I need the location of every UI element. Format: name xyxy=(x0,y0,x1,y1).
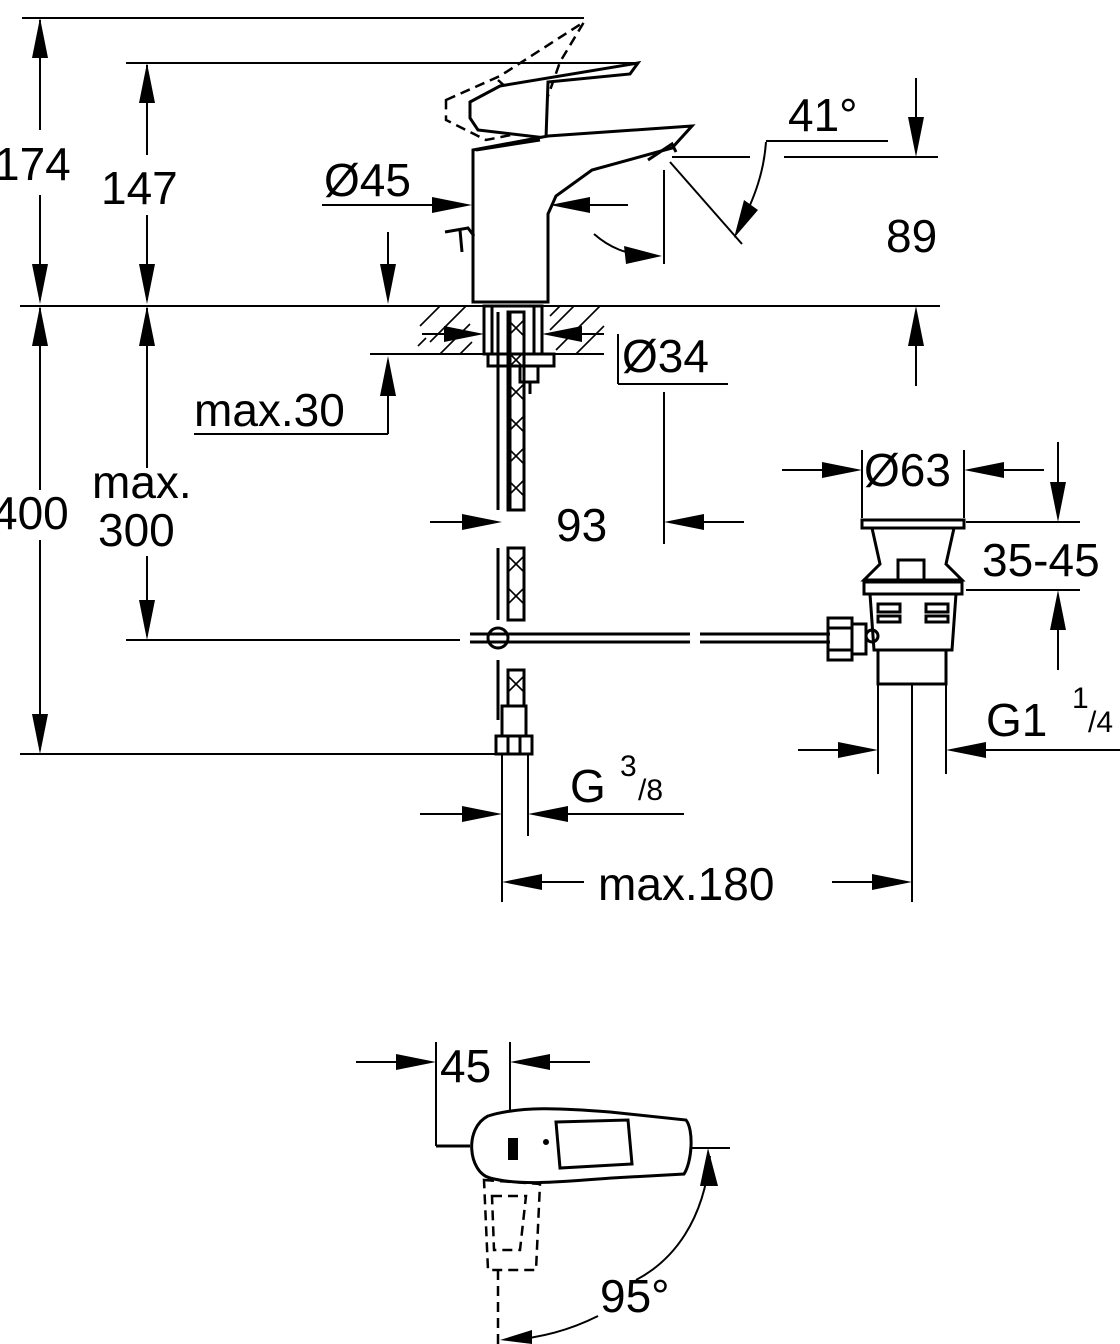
dimension-angle-41: 41° xyxy=(669,89,938,245)
dimension-diameter-63: Ø63 xyxy=(782,444,1044,518)
dimension-89-label: 89 xyxy=(886,210,937,262)
dimension-147-label: 147 xyxy=(101,162,178,214)
dimension-174: 174 xyxy=(0,17,584,304)
dimension-93: 93 xyxy=(430,392,744,551)
dimension-g1-1-4: G1 1 /4 xyxy=(798,682,1120,758)
waste-thread-numerator: 1 xyxy=(1072,682,1089,715)
waste-thread-denominator: /4 xyxy=(1088,706,1113,739)
dimension-max-300: max. 300 xyxy=(92,306,460,641)
swivel-angle-label: 95° xyxy=(600,1270,670,1322)
dimension-93-label: 93 xyxy=(556,499,607,551)
dimension-max-180-label: max.180 xyxy=(598,858,774,910)
dimension-diameter-63-label: Ø63 xyxy=(864,444,951,496)
dimension-max-300-label-1: max. xyxy=(92,456,192,508)
dimension-max-300-label-2: 300 xyxy=(98,504,175,556)
supply-thread-denominator: /8 xyxy=(638,774,663,807)
dimension-400-label: 400 xyxy=(0,487,69,539)
dimension-diameter-45-label: Ø45 xyxy=(324,154,411,206)
dimension-35-45-label: 35-45 xyxy=(982,534,1100,586)
swivel-arrow-side xyxy=(593,170,665,264)
dimension-diameter-34-label: Ø34 xyxy=(622,330,709,382)
countertop-section xyxy=(370,304,605,394)
dimension-diameter-34: Ø34 xyxy=(422,326,728,385)
dimension-g-3-8: G 3 /8 xyxy=(420,750,684,822)
waste-drain xyxy=(860,518,966,902)
faucet-side-view xyxy=(444,20,696,304)
dimension-35-45: 35-45 xyxy=(966,442,1100,670)
dimension-147: 147 xyxy=(101,62,638,304)
waste-thread-label: G1 xyxy=(986,694,1047,746)
supply-thread-numerator: 3 xyxy=(620,750,637,783)
dimension-angle-41-label: 41° xyxy=(788,89,858,141)
dimension-diameter-45: Ø45 xyxy=(322,154,628,213)
faucet-plan-view: 45 95° xyxy=(356,1040,730,1344)
supply-hose xyxy=(494,310,534,902)
dimension-174-label: 174 xyxy=(0,138,71,190)
dimension-max-30: max.30 xyxy=(194,232,396,436)
dimension-89: 89 xyxy=(886,78,937,386)
plan-width-label: 45 xyxy=(440,1040,491,1092)
dimension-max-180: max.180 xyxy=(502,858,912,910)
pop-up-rod xyxy=(470,616,868,662)
dimension-max-30-label: max.30 xyxy=(194,384,345,436)
dimension-400: 400 xyxy=(0,306,500,755)
supply-thread-label: G xyxy=(570,760,606,812)
